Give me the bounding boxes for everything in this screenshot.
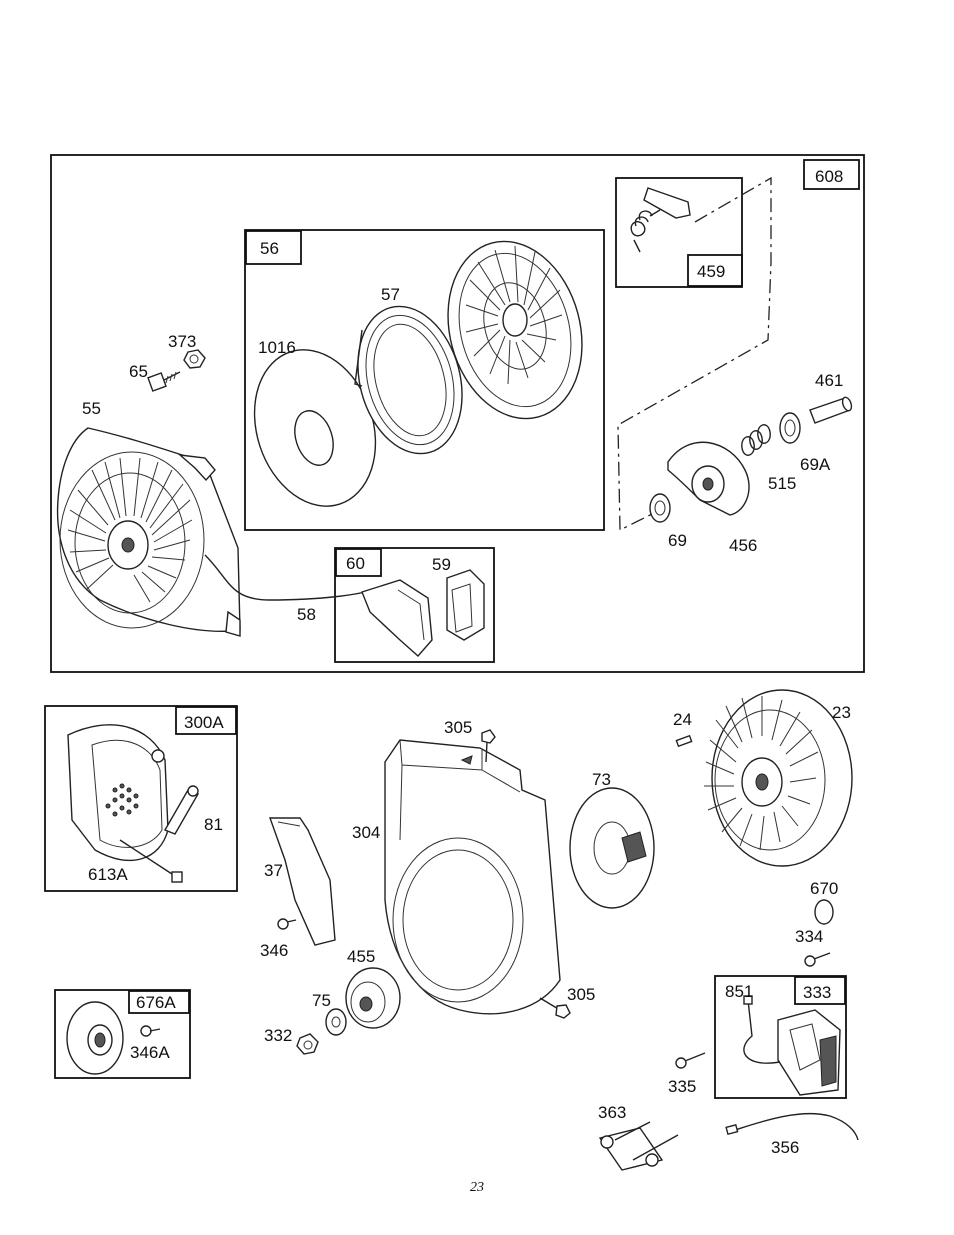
knob-81 xyxy=(165,786,198,834)
washer-69A xyxy=(780,413,800,443)
washer-69 xyxy=(650,494,670,522)
housing-304 xyxy=(385,740,560,1014)
page-number: 23 xyxy=(0,1180,954,1196)
starter-handle-60 xyxy=(362,580,432,656)
part-label-1016: 1016 xyxy=(258,338,296,357)
ground-wire-851 xyxy=(744,996,780,1063)
part-label-73: 73 xyxy=(592,770,611,789)
part-label-305a: 305 xyxy=(444,718,472,737)
part-label-75: 75 xyxy=(312,991,331,1010)
part-label-373: 373 xyxy=(168,332,196,351)
part-label-81: 81 xyxy=(204,815,223,834)
spacer-670 xyxy=(815,900,833,924)
part-label-670: 670 xyxy=(810,879,838,898)
part-label-346A: 346A xyxy=(130,1043,170,1062)
screw-346 xyxy=(278,919,296,929)
part-label-455: 455 xyxy=(347,947,375,966)
bracket-363 xyxy=(600,1122,678,1170)
group-label-60: 60 xyxy=(346,554,365,573)
part-label-69: 69 xyxy=(668,531,687,550)
part-label-335: 335 xyxy=(668,1077,696,1096)
part-label-55: 55 xyxy=(82,399,101,418)
part-label-851: 851 xyxy=(725,982,753,1001)
part-label-456: 456 xyxy=(729,536,757,555)
nut-373 xyxy=(184,350,205,368)
group-label-300A: 300A xyxy=(184,713,224,732)
part-label-346: 346 xyxy=(260,941,288,960)
part-label-37: 37 xyxy=(264,861,283,880)
bolt-65 xyxy=(148,372,180,391)
part-label-332: 332 xyxy=(264,1026,292,1045)
part-label-69A: 69A xyxy=(800,455,831,474)
part-label-65: 65 xyxy=(129,362,148,381)
screw-335 xyxy=(676,1053,705,1068)
part-label-57: 57 xyxy=(381,285,400,304)
air-cleaner-cover xyxy=(68,725,168,861)
armature-333 xyxy=(778,1010,840,1095)
group-label-608: 608 xyxy=(815,167,843,186)
part-label-461: 461 xyxy=(815,371,843,390)
pin-461 xyxy=(810,396,853,423)
screen-73 xyxy=(570,788,654,908)
screw-334 xyxy=(805,953,830,966)
washer-75 xyxy=(326,1009,346,1035)
group-label-676A: 676A xyxy=(136,993,176,1012)
part-label-24: 24 xyxy=(673,710,692,729)
screw-346A xyxy=(141,1026,160,1036)
starter-cup-455 xyxy=(346,968,400,1028)
part-label-613A: 613A xyxy=(88,865,128,884)
part-label-305b: 305 xyxy=(567,985,595,1004)
stop-wire-356 xyxy=(726,1114,858,1140)
group-label-459: 459 xyxy=(697,262,725,281)
part-label-58: 58 xyxy=(297,605,316,624)
flywheel-23 xyxy=(704,690,852,866)
group-label-56: 56 xyxy=(260,239,279,258)
part-label-334: 334 xyxy=(795,927,823,946)
retainer-plate-456 xyxy=(668,442,749,515)
part-label-59: 59 xyxy=(432,555,451,574)
part-label-23: 23 xyxy=(832,703,851,722)
part-label-363: 363 xyxy=(598,1103,626,1122)
part-label-356: 356 xyxy=(771,1138,799,1157)
handle-insert-59 xyxy=(447,570,484,640)
pawl-spring-459 xyxy=(631,188,690,252)
group-label-333: 333 xyxy=(803,983,831,1002)
key-24 xyxy=(676,736,691,746)
cover-676A xyxy=(67,1002,123,1074)
part-label-304: 304 xyxy=(352,823,380,842)
part-label-515: 515 xyxy=(768,474,796,493)
spring-515 xyxy=(742,425,770,455)
nut-332 xyxy=(297,1034,318,1054)
blower-housing-55 xyxy=(58,428,240,636)
bolt-305b xyxy=(540,998,570,1018)
